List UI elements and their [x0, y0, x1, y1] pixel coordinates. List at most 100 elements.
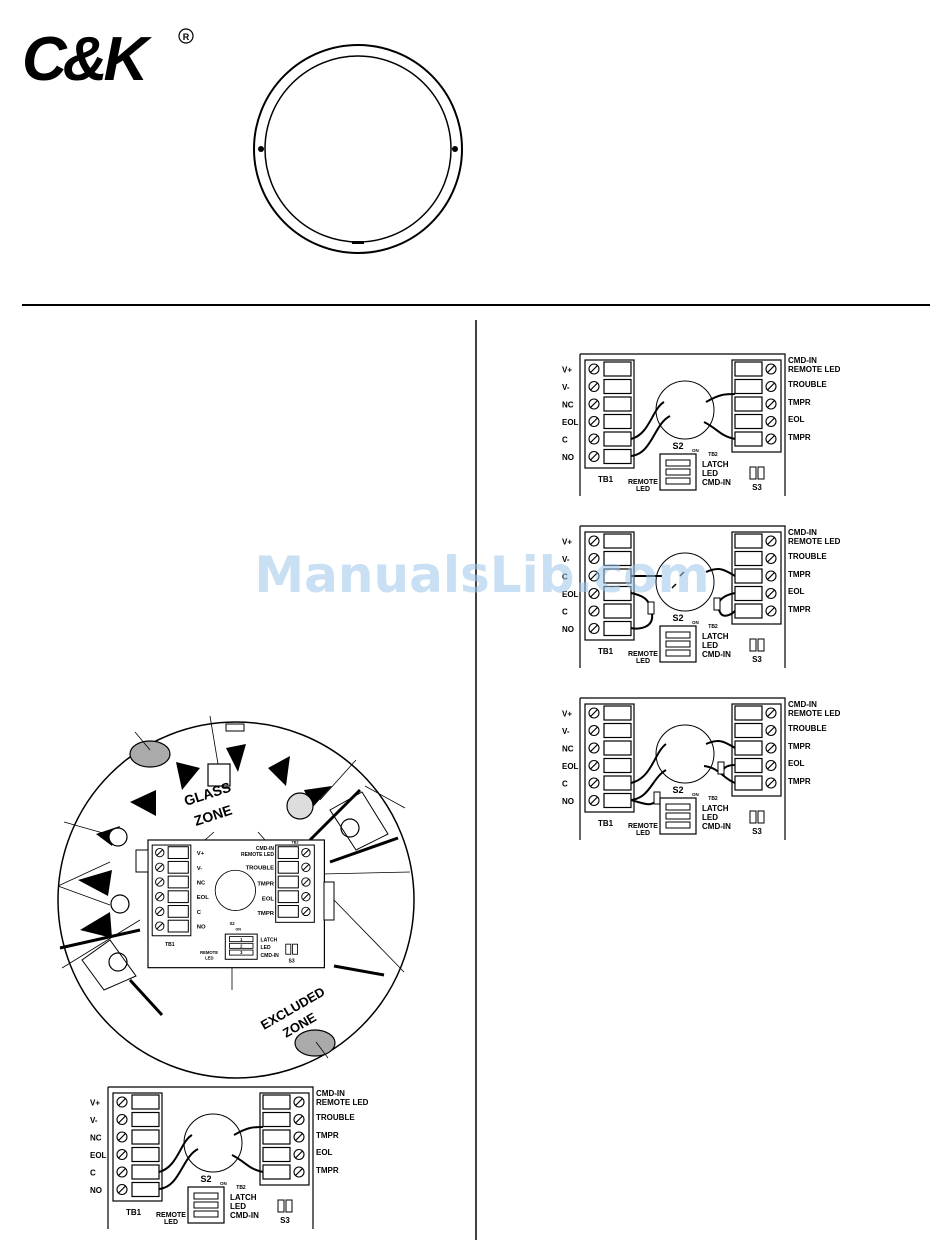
detector-tb1-label: V-: [197, 866, 203, 872]
registered-mark: [178, 28, 194, 44]
tb2-label: REMOTE LED: [788, 537, 841, 546]
on-label: ON: [692, 620, 699, 625]
tb1-title: TB1: [598, 475, 614, 484]
tb2-label: TMPR: [316, 1131, 339, 1140]
watermark: ManualsLib.com: [254, 546, 709, 604]
tb2-terminal-block: [731, 531, 782, 625]
tb1-label: V-: [562, 727, 570, 736]
board-tab: [323, 881, 335, 921]
terminal-screw-icon: [155, 906, 165, 917]
terminal-screw-icon: [765, 363, 777, 375]
tb1-label: V-: [562, 555, 570, 564]
tb1-terminal-block: [584, 703, 635, 813]
terminal-screw-icon: [116, 1183, 128, 1196]
latch-label: LATCH: [702, 460, 729, 469]
led-label: LED: [702, 641, 718, 650]
tb2-label: CMD-IN: [788, 356, 817, 365]
brand-logo: C&K: [22, 25, 153, 94]
remote-led-label: LED: [164, 1219, 178, 1226]
tb1-terminal-block: [584, 531, 635, 641]
terminal-screw-icon: [588, 605, 600, 617]
terminal-screw-icon: [588, 535, 600, 547]
tb2-label: TMPR: [788, 777, 811, 786]
tb2-label: EOL: [788, 415, 805, 424]
tb2-label: EOL: [316, 1148, 333, 1157]
detector-cmd-in-label: CMD-IN: [261, 953, 280, 959]
cmd-in-label: CMD-IN: [702, 478, 731, 487]
terminal-screw-icon: [116, 1096, 128, 1108]
terminal-screw-icon: [588, 450, 600, 463]
tb1-label: C: [562, 573, 568, 582]
terminal-screw-icon: [765, 570, 777, 582]
tb1-title: TB1: [126, 1208, 142, 1217]
tb1-terminal-block: [584, 359, 635, 469]
remote-led-label: REMOTE: [628, 823, 658, 830]
tb2-label: TMPR: [788, 605, 811, 614]
tb2-label: CMD-IN: [788, 528, 817, 537]
terminal-screw-icon: [588, 363, 600, 375]
terminal-screw-icon: [588, 380, 600, 393]
detector-on-label: ON: [235, 928, 241, 932]
led-label: LED: [702, 813, 718, 822]
terminal-screw-icon: [765, 552, 777, 565]
tb2-title: TB2: [708, 452, 718, 458]
tb1-label: C: [562, 780, 568, 789]
terminal-screw-icon: [588, 433, 600, 445]
terminal-screw-icon: [301, 906, 311, 917]
s2-title: S2: [672, 613, 683, 623]
glass-zone-label-2: ZONE: [192, 802, 234, 829]
tb1-label: NO: [562, 797, 574, 806]
terminal-screw-icon: [155, 892, 165, 902]
mounting-ring-diagram: [253, 44, 463, 254]
detector-tb2-label: CMD-IN: [256, 846, 275, 852]
detector-tb2-label: REMOTE LED: [241, 852, 274, 858]
terminal-screw-icon: [588, 622, 600, 635]
tb1-label: V-: [562, 383, 570, 392]
terminal-screw-icon: [293, 1166, 305, 1178]
s3-label: S3: [280, 1216, 290, 1225]
tb2-label: CMD-IN: [316, 1089, 345, 1098]
s2-title: S2: [672, 441, 683, 451]
terminal-screw-icon: [765, 433, 777, 445]
latch-label: LATCH: [702, 804, 729, 813]
tb1-title: TB1: [598, 647, 614, 656]
detector-tb2-label: TMPR: [257, 911, 274, 917]
latch-label: LATCH: [230, 1193, 257, 1202]
terminal-screw-icon: [588, 724, 600, 737]
tb1-label: V+: [562, 366, 572, 375]
terminal-screw-icon: [588, 794, 600, 807]
detector-tb2-title: TB2: [291, 840, 298, 844]
tb1-label: NC: [90, 1134, 102, 1143]
detector-s2-title: S2: [229, 921, 235, 926]
terminal-screw-icon: [116, 1148, 128, 1161]
terminal-screw-icon: [116, 1131, 128, 1143]
terminal-screw-icon: [765, 415, 777, 428]
tb1-label: C: [562, 436, 568, 445]
terminal-screw-icon: [765, 707, 777, 719]
tb1-label: EOL: [562, 762, 579, 771]
tb2-label: TROUBLE: [788, 724, 827, 733]
tb1-terminal-block: [112, 1092, 163, 1202]
tb1-label: V+: [562, 538, 572, 547]
tb1-label: NC: [562, 745, 574, 754]
tb2-label: TROUBLE: [316, 1113, 355, 1122]
dip-number: 2: [240, 944, 243, 949]
tb1-label: V+: [90, 1099, 100, 1108]
detector-tb1-label: EOL: [197, 895, 209, 901]
tb2-label: REMOTE LED: [788, 709, 841, 718]
terminal-screw-icon: [588, 759, 600, 772]
terminal-screw-icon: [116, 1113, 128, 1126]
latch-label: LATCH: [702, 632, 729, 641]
tb1-label: EOL: [562, 418, 579, 427]
tb2-label: EOL: [788, 587, 805, 596]
tb1-label: C: [562, 608, 568, 617]
led-label: LED: [230, 1202, 246, 1211]
terminal-screw-icon: [765, 742, 777, 754]
terminal-screw-icon: [765, 777, 777, 789]
tb1-title: TB1: [598, 819, 614, 828]
s3-label: S3: [752, 483, 762, 492]
detector-tb1-title: TB1: [165, 942, 175, 948]
